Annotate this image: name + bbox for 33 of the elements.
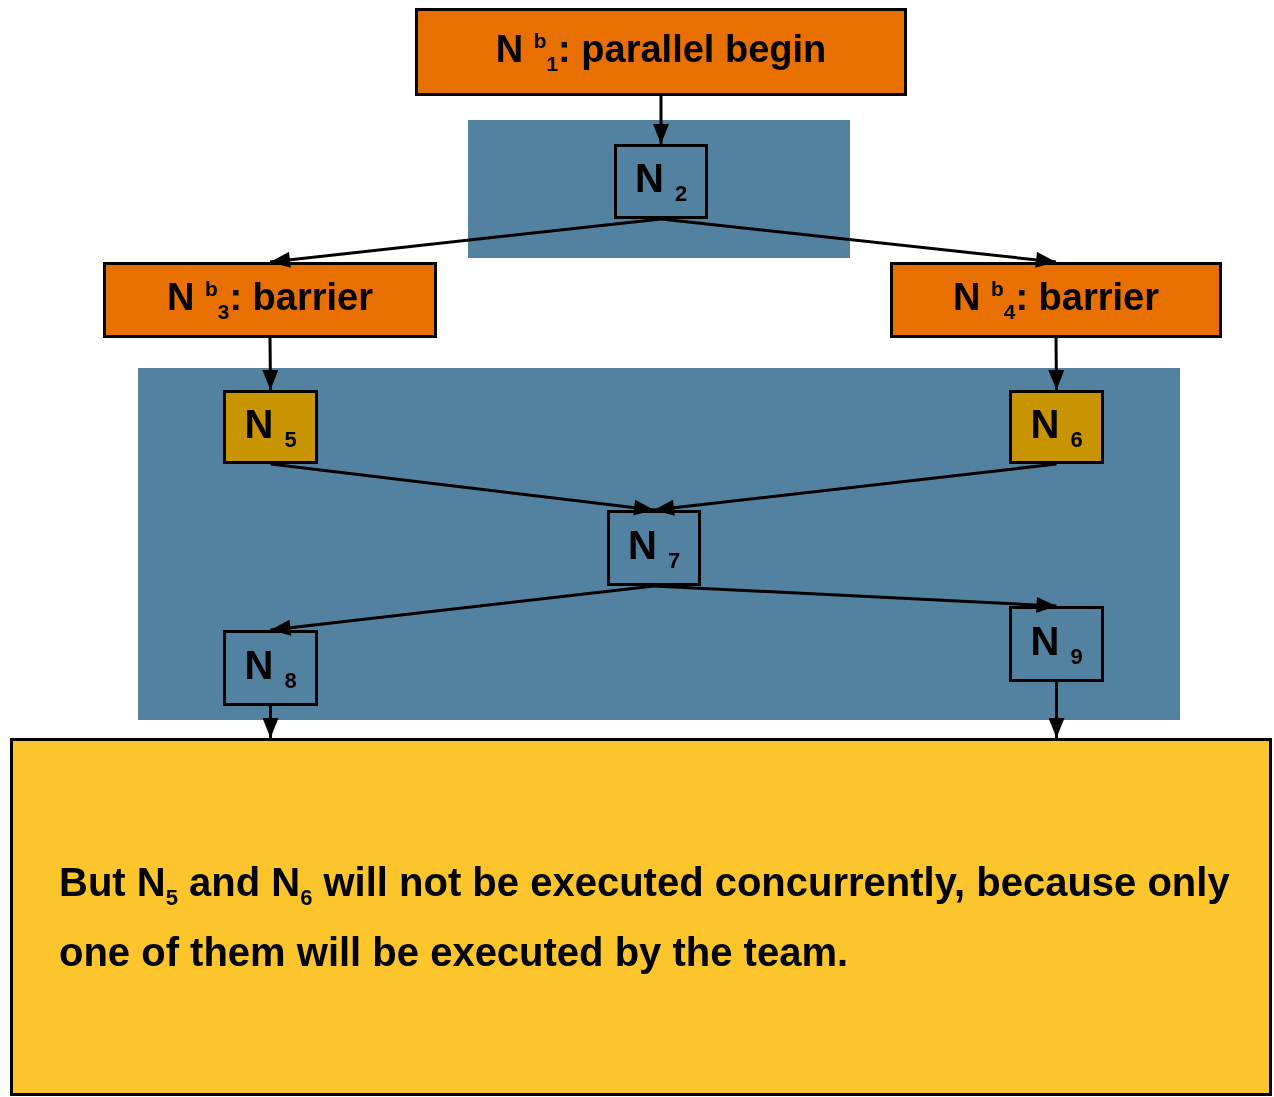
task-box <box>223 630 318 706</box>
region-band <box>468 120 850 258</box>
task-box <box>1009 606 1104 682</box>
task-box <box>607 510 701 586</box>
node-label: N $_{6}$ <box>1030 401 1083 453</box>
arrow <box>1048 338 1065 390</box>
task-box <box>1009 390 1104 464</box>
task-box <box>614 144 708 219</box>
arrow <box>660 217 1057 268</box>
task-box <box>223 390 318 464</box>
node-label: N $_{8}$ <box>244 642 297 694</box>
node-label: N $_{9}$ <box>1030 618 1083 670</box>
arrow <box>262 706 279 738</box>
node-label: N $_{2}$ <box>634 156 688 207</box>
note-box <box>10 738 1272 1096</box>
node-label: N $_{5}$ <box>244 401 297 453</box>
arrow <box>262 338 279 390</box>
note-text: But N$_{5}$ and N$_{6}$ will not be executed concurrently, because only one of them will be executed by the team. <box>59 858 1231 977</box>
arrow <box>653 584 1057 613</box>
arrow <box>269 217 662 268</box>
node-label: N $^{b}$$_{3}$: barrier <box>167 276 373 324</box>
arrow <box>1048 682 1065 738</box>
barrier-box <box>103 262 437 338</box>
node-label: N $^{b}$$_{4}$: barrier <box>953 276 1159 324</box>
barrier-box <box>890 262 1222 338</box>
node-label: N $^{b}$$_{1}$: parallel begin <box>495 28 827 76</box>
arrow <box>270 584 655 636</box>
barrier-box <box>415 8 907 96</box>
arrow <box>653 462 1057 516</box>
node-label: N $_{7}$ <box>627 522 681 574</box>
arrow <box>653 96 669 144</box>
arrow <box>270 462 655 516</box>
region-band <box>138 368 1180 720</box>
